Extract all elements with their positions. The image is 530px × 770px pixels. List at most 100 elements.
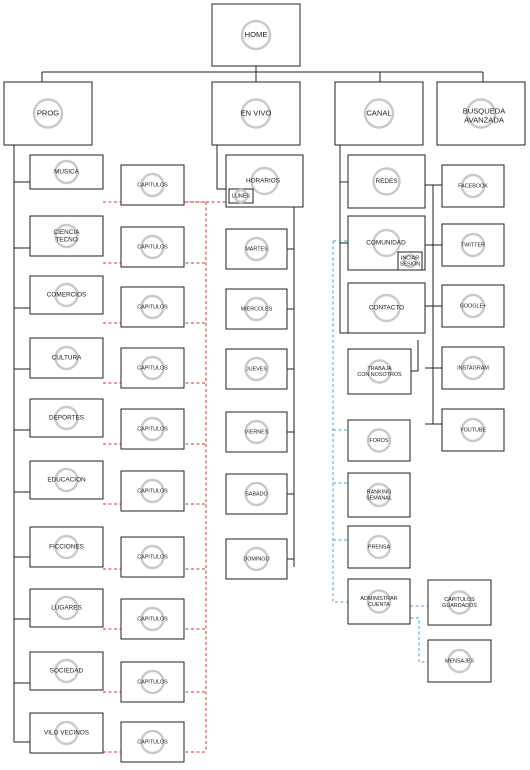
- vilo-vecinos-node[interactable]: VILO VECINOS: [29, 712, 104, 754]
- ficciones-node[interactable]: FICCIONES: [29, 526, 104, 568]
- comercios-box[interactable]: [29, 275, 104, 315]
- jueves-node[interactable]: JUEVES: [225, 348, 288, 390]
- educacion-node[interactable]: EDUCACION: [29, 460, 104, 500]
- mensajes-node[interactable]: MENSAJES: [427, 639, 492, 683]
- en-vivo-node[interactable]: EN VIVO: [211, 81, 301, 146]
- foros-box[interactable]: [347, 419, 411, 462]
- en-vivo-box[interactable]: [211, 81, 301, 146]
- capitulos-7-box[interactable]: [120, 536, 185, 578]
- prog-box[interactable]: [3, 81, 93, 146]
- ranking-semanal-box[interactable]: [347, 472, 411, 518]
- trabaja-con-nosotros-box[interactable]: [347, 348, 412, 395]
- capitulos-9-node[interactable]: CAPITULOS: [120, 661, 185, 703]
- redes-node[interactable]: REDES: [347, 154, 426, 209]
- sociedad-circle-icon: [54, 658, 79, 684]
- facebook-box[interactable]: [441, 164, 505, 208]
- redes-box[interactable]: [347, 154, 426, 209]
- domingo-box[interactable]: [225, 538, 288, 580]
- busqueda-avanzada-box[interactable]: [436, 81, 526, 146]
- google-box[interactable]: [441, 284, 505, 328]
- foros-node[interactable]: FOROS: [347, 419, 411, 462]
- home-node[interactable]: HOME: [211, 3, 301, 67]
- ciencia-tecno-box[interactable]: [29, 215, 104, 257]
- capitulos-2-box[interactable]: [120, 226, 185, 268]
- capitulos-6-node[interactable]: CAPITULOS: [120, 470, 185, 512]
- miercoles-node[interactable]: MIERCOLES: [225, 288, 288, 330]
- martes-node[interactable]: MARTES: [225, 228, 288, 270]
- mensajes-box[interactable]: [427, 639, 492, 683]
- instagram-box[interactable]: [441, 346, 505, 390]
- lunes-node[interactable]: LUNES: [228, 188, 254, 204]
- capitulos-1-node[interactable]: CAPITULOS: [120, 164, 185, 206]
- viernes-box[interactable]: [225, 411, 288, 453]
- domingo-node[interactable]: DOMINGO: [225, 538, 288, 580]
- cultura-box[interactable]: [29, 337, 104, 379]
- youtube-node[interactable]: YOUTUBE: [441, 408, 505, 452]
- capitulos-3-box[interactable]: [120, 286, 185, 328]
- instagram-node[interactable]: INSTAGRAM: [441, 346, 505, 390]
- capitulos-4-node[interactable]: CAPITULOS: [120, 347, 185, 389]
- capitulos-3-node[interactable]: CAPITULOS: [120, 286, 185, 328]
- capitulos-1-box[interactable]: [120, 164, 185, 206]
- twitter-box[interactable]: [441, 223, 505, 267]
- lugares-node[interactable]: LUGARES: [29, 588, 104, 628]
- educacion-box[interactable]: [29, 460, 104, 500]
- administrar-cuenta-box[interactable]: [347, 578, 411, 625]
- ficciones-box[interactable]: [29, 526, 104, 568]
- capitulos-8-node[interactable]: CAPITULOS: [120, 598, 185, 640]
- capitulos-10-node[interactable]: CAPITULOS: [120, 721, 185, 763]
- lugares-box[interactable]: [29, 588, 104, 628]
- prensa-box[interactable]: [347, 525, 411, 569]
- capitulos-4-box[interactable]: [120, 347, 185, 389]
- ranking-semanal-label-2: SEMANAL: [366, 496, 392, 502]
- sociedad-node[interactable]: SOCIEDAD: [29, 651, 104, 691]
- capitulos-7-node[interactable]: CAPITULOS: [120, 536, 185, 578]
- capitulos-6-box[interactable]: [120, 470, 185, 512]
- iniciar-sesion-box[interactable]: [397, 251, 423, 271]
- deportes-box[interactable]: [29, 398, 104, 438]
- vilo-vecinos-box[interactable]: [29, 712, 104, 754]
- busqueda-avanzada-circle-icon: [465, 98, 497, 129]
- comunidad-circle-icon: [372, 228, 401, 258]
- capitulos-8-box[interactable]: [120, 598, 185, 640]
- comercios-node[interactable]: COMERCIOS: [29, 275, 104, 315]
- youtube-box[interactable]: [441, 408, 505, 452]
- mensajes-label: MENSAJES: [445, 658, 474, 664]
- jueves-box[interactable]: [225, 348, 288, 390]
- contacto-node[interactable]: CONTACTO: [347, 282, 426, 334]
- capitulos-5-node[interactable]: CAPITULOS: [120, 408, 185, 450]
- deportes-node[interactable]: DEPORTES: [29, 398, 104, 438]
- capitulos-9-box[interactable]: [120, 661, 185, 703]
- capitulos-10-box[interactable]: [120, 721, 185, 763]
- musica-node[interactable]: MUSICA: [29, 154, 104, 190]
- cultura-node[interactable]: CULTURA: [29, 337, 104, 379]
- prog-node[interactable]: PROG: [3, 81, 93, 146]
- google-node[interactable]: GOOGLE+: [441, 284, 505, 328]
- canal-box[interactable]: [334, 81, 424, 146]
- canal-node[interactable]: CANAL: [334, 81, 424, 146]
- redes-circle-icon: [372, 167, 401, 196]
- prensa-node[interactable]: PRENSA: [347, 525, 411, 569]
- capitulos-5-box[interactable]: [120, 408, 185, 450]
- canal-circle-icon: [363, 98, 395, 129]
- capitulos-guardados-circle-icon: [447, 590, 472, 615]
- sabado-box[interactable]: [225, 473, 288, 515]
- martes-box[interactable]: [225, 228, 288, 270]
- sabado-node[interactable]: SABADO: [225, 473, 288, 515]
- capitulos-2-node[interactable]: CAPITULOS: [120, 226, 185, 268]
- sociedad-box[interactable]: [29, 651, 104, 691]
- capitulos-guardados-box[interactable]: [427, 579, 492, 626]
- miercoles-box[interactable]: [225, 288, 288, 330]
- contacto-box[interactable]: [347, 282, 426, 334]
- facebook-node[interactable]: FACEBOOK: [441, 164, 505, 208]
- viernes-node[interactable]: VIERNES: [225, 411, 288, 453]
- twitter-node[interactable]: TWITTER: [441, 223, 505, 267]
- home-box[interactable]: [211, 3, 301, 67]
